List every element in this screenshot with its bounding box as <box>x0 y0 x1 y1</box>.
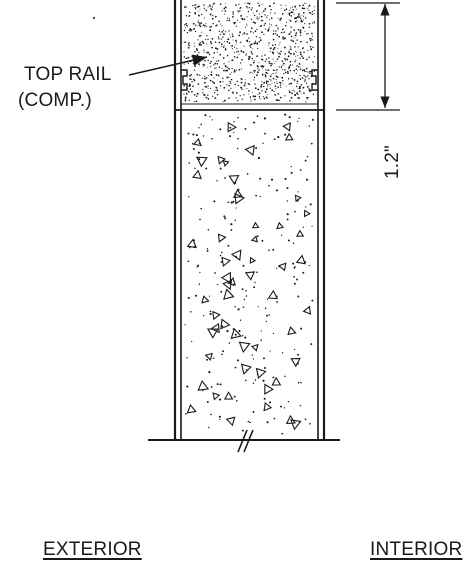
groove-right <box>311 69 318 91</box>
callout-leader-arrow <box>128 54 208 76</box>
interior-label: INTERIOR <box>370 539 463 560</box>
groove-left <box>181 69 188 91</box>
top-rail-fill <box>183 2 316 103</box>
callout-label-line1: TOP RAIL <box>24 64 112 85</box>
dimension-marker <box>336 2 400 111</box>
dimension-label: 1.2" <box>382 145 403 179</box>
wall-section <box>148 0 340 441</box>
callout-label-line2: (COMP.) <box>18 90 92 111</box>
core-fill <box>184 113 314 435</box>
exterior-label: EXTERIOR <box>43 539 142 560</box>
stray-mark <box>93 17 95 19</box>
break-symbol <box>237 429 254 453</box>
